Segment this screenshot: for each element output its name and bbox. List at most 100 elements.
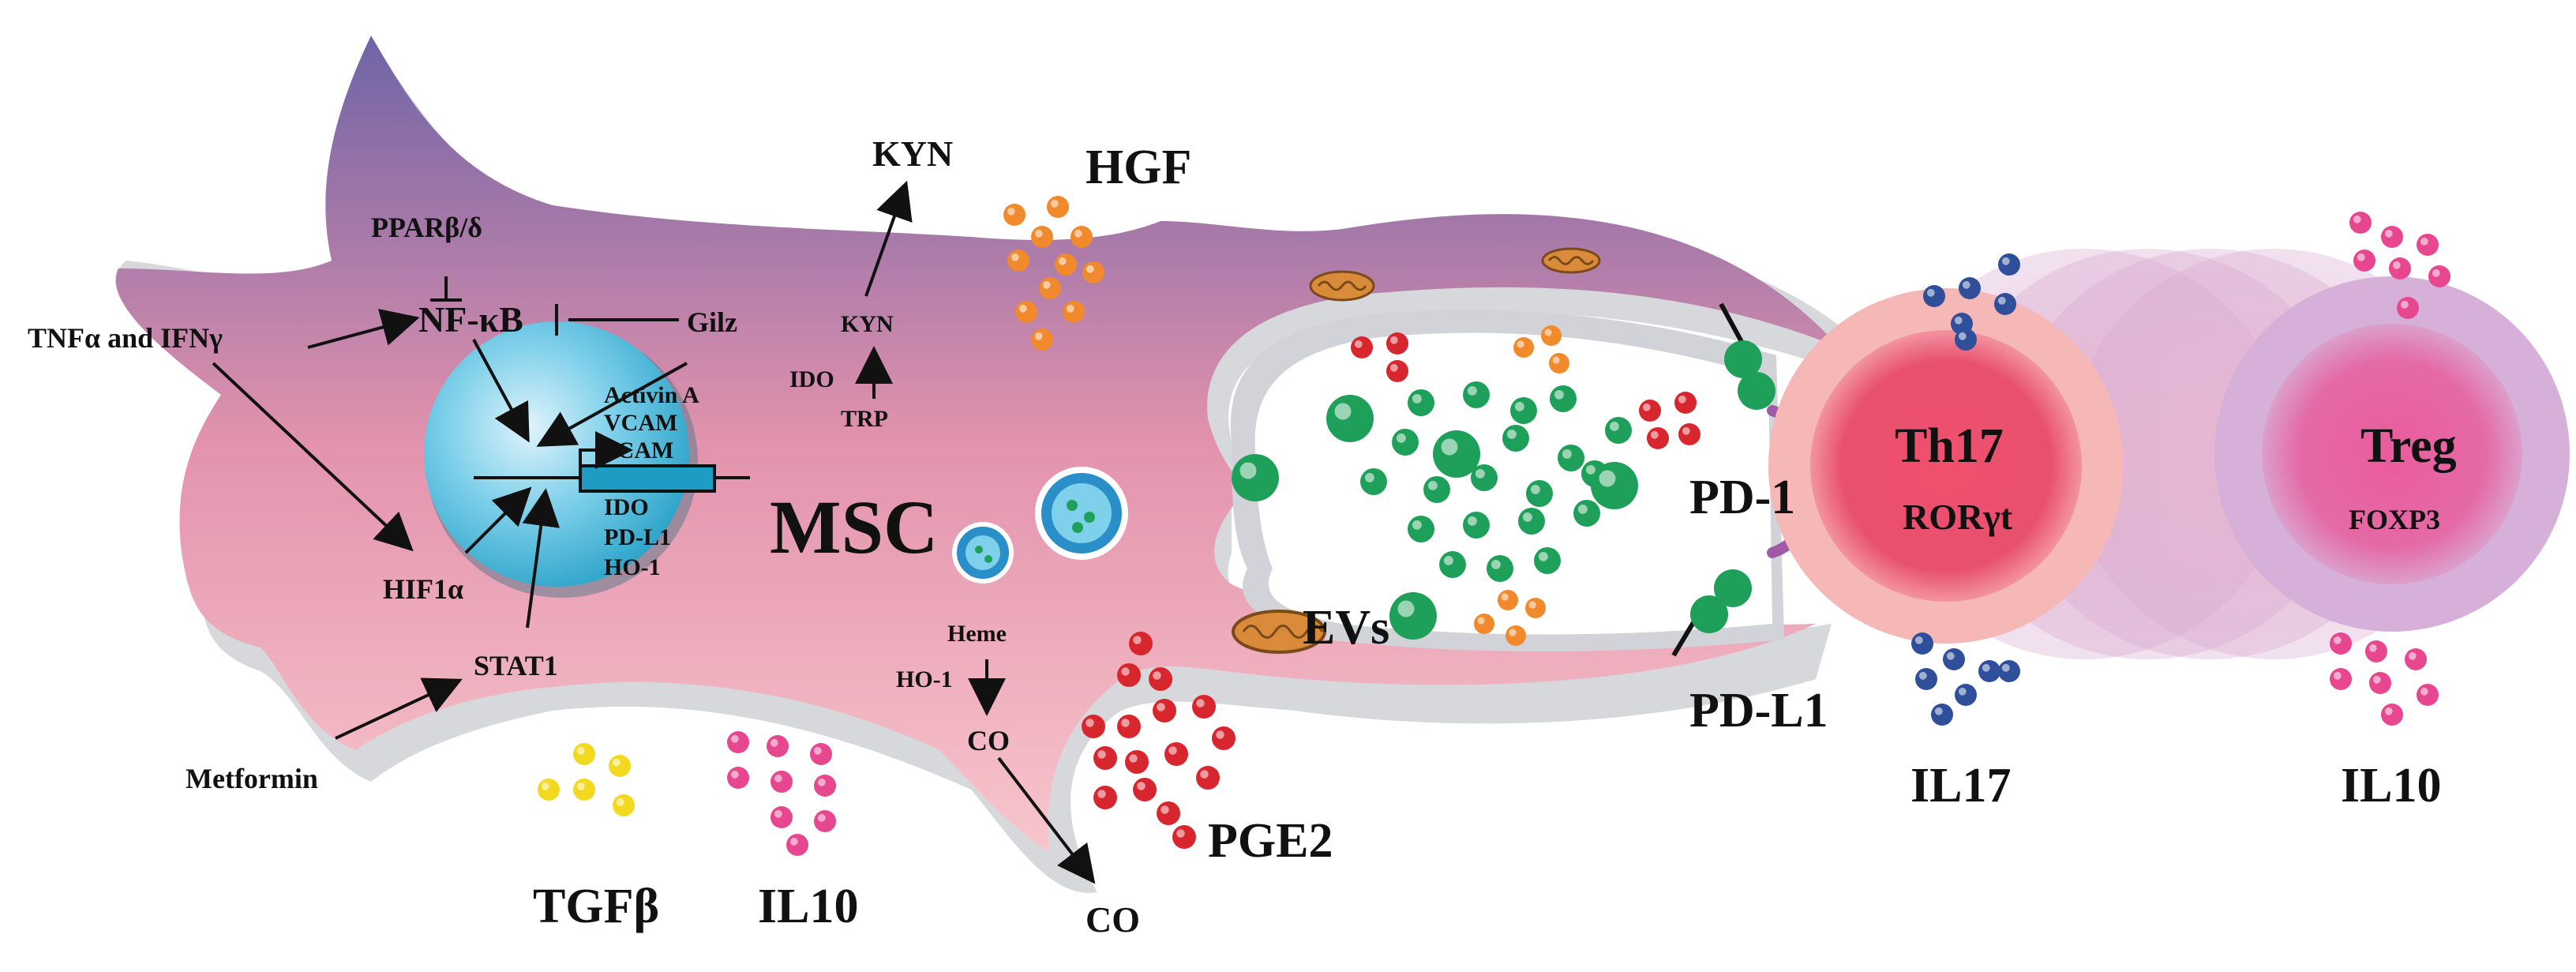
th17-cell [1810, 330, 2082, 602]
nfkb-label: NF-κB [418, 299, 523, 340]
secreted-granules [538, 196, 2450, 856]
granule [2365, 640, 2387, 662]
granule-highlight [1650, 430, 1659, 439]
granule-highlight [1918, 671, 1927, 680]
treg-tf: FOXP3 [2349, 504, 2440, 535]
nucleus-gene-pdl1: PD-L1 [604, 524, 671, 550]
granule [2330, 668, 2352, 690]
granule [538, 779, 560, 801]
granule-highlight [1554, 389, 1564, 400]
granule [1093, 786, 1117, 809]
heme-label: Heme [947, 621, 1007, 647]
granule-highlight [1962, 280, 1970, 289]
nucleus-gene-activin: Activin A [604, 382, 699, 408]
granule [1549, 353, 1569, 373]
treg-cell [2262, 324, 2522, 584]
granule [2381, 704, 2403, 726]
granule-highlight [1514, 401, 1524, 411]
granule [1133, 778, 1157, 801]
granule [613, 794, 635, 816]
granule [1978, 660, 2000, 682]
granule [1639, 400, 1661, 422]
granule-highlight [1997, 296, 2006, 305]
granule [814, 810, 836, 832]
granule [1923, 285, 1945, 307]
granule [1959, 277, 1981, 299]
granule-highlight [1443, 555, 1453, 565]
granule-highlight [1946, 651, 1955, 660]
granule [1003, 204, 1026, 226]
th17-name: Th17 [1895, 419, 2004, 473]
granule [1647, 427, 1669, 449]
granule-highlight [1137, 782, 1146, 790]
granule-highlight [1982, 663, 1990, 672]
granule-highlight [1086, 719, 1094, 727]
granule [1408, 516, 1434, 542]
granule [1082, 261, 1104, 283]
granule-highlight [1074, 229, 1082, 238]
granule [2353, 250, 2375, 272]
granule-highlight [813, 746, 822, 755]
granule-highlight [789, 837, 798, 846]
granule [1007, 250, 1029, 272]
granule [1525, 598, 1546, 618]
granule [1039, 277, 1061, 299]
granule-highlight [2001, 663, 2010, 672]
granule [1541, 325, 1562, 346]
granule-highlight [774, 809, 782, 818]
granule-highlight [1530, 484, 1540, 494]
granule [1125, 750, 1149, 774]
mitochondria [1232, 247, 1601, 654]
granule [1196, 766, 1220, 790]
ev-red-granules [1351, 332, 1700, 449]
granule-highlight [2333, 671, 2342, 680]
granule-highlight [1121, 719, 1130, 727]
granule [1153, 699, 1176, 722]
granule-highlight [1477, 617, 1485, 625]
granule [1386, 332, 1408, 355]
granule-highlight [1161, 805, 1169, 814]
granule-highlight [1058, 257, 1067, 265]
granule-highlight [1157, 703, 1165, 711]
trp-label: TRP [841, 406, 888, 432]
granule [1463, 381, 1490, 408]
granule-highlight [1389, 336, 1398, 344]
ev-green-large [1232, 395, 1638, 640]
granule [2417, 684, 2439, 706]
granule [2397, 297, 2419, 319]
il10-treg-label: IL10 [2341, 759, 2441, 813]
granule [814, 775, 836, 797]
granule [1513, 337, 1534, 358]
granule-highlight [541, 782, 549, 790]
granule [1232, 454, 1279, 501]
pge2-granules [1082, 632, 1236, 849]
granule [1505, 625, 1526, 646]
granule-highlight [1528, 601, 1536, 609]
transcription-arrow [579, 431, 633, 469]
granule-highlight [1501, 593, 1509, 601]
granule-highlight [1958, 332, 1967, 340]
granule-highlight [2353, 215, 2361, 223]
granule [2369, 672, 2391, 694]
granule-highlight [2368, 644, 2377, 652]
granule [2381, 226, 2403, 248]
granule-highlight [1396, 433, 1406, 443]
granule [1915, 668, 1937, 690]
granule [1326, 395, 1374, 442]
granule [1408, 389, 1434, 416]
signal-arrows [212, 180, 1096, 884]
granule-highlight [1562, 448, 1572, 459]
granule-highlight [1585, 464, 1595, 475]
granule-highlight [1334, 403, 1352, 420]
pdl1-receptors [1671, 302, 1775, 657]
granule [1943, 648, 1965, 670]
granule [1518, 508, 1545, 535]
granule-highlight [1389, 363, 1398, 372]
granule [1510, 397, 1537, 424]
granule-highlight [1196, 699, 1205, 707]
granule [1015, 301, 1037, 323]
stat1-label: STAT1 [474, 650, 558, 681]
granule-highlight [2333, 636, 2342, 644]
granule [1063, 301, 1085, 323]
